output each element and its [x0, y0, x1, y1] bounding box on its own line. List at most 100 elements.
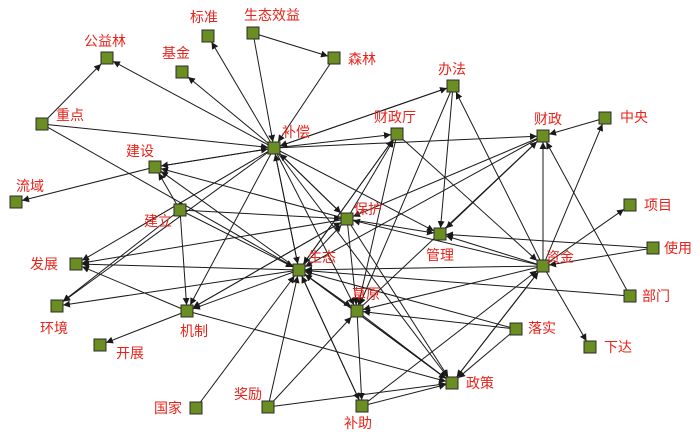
edge-luoshi-shengtai: [304, 270, 517, 330]
node-banfa[interactable]: 办法: [438, 62, 466, 93]
node-jizhi[interactable]: 机制: [180, 304, 208, 340]
node-marker[interactable]: [69, 257, 83, 271]
node-guojia[interactable]: 国家: [154, 400, 203, 417]
edge-buchang-caoyuan: [273, 147, 355, 306]
node-buzhu[interactable]: 补助: [344, 399, 372, 432]
node-marker[interactable]: [433, 227, 447, 241]
node-huanjing[interactable]: 环境: [40, 299, 68, 337]
node-senlin[interactable]: 森林: [327, 51, 376, 68]
node-label: 流域: [16, 179, 44, 195]
node-caoyuan[interactable]: 草原: [350, 287, 380, 318]
node-marker[interactable]: [536, 129, 550, 143]
node-zhongdian[interactable]: 重点: [35, 108, 84, 131]
node-marker[interactable]: [180, 304, 194, 318]
edge-shengtai-jianshe: [160, 170, 300, 271]
node-marker[interactable]: [623, 198, 637, 212]
node-marker[interactable]: [173, 203, 187, 217]
node-marker[interactable]: [292, 263, 306, 277]
edge-shengtai-fazhan: [81, 260, 300, 271]
node-biaozhun[interactable]: 标准: [190, 10, 218, 43]
edge-shengtai-huanjing: [62, 269, 300, 308]
edge-zijin-guanli: [445, 234, 544, 267]
node-marker[interactable]: [261, 400, 275, 414]
edge-shengtai-buchang: [273, 153, 300, 271]
edge-jianshe-liuyu: [21, 166, 156, 203]
node-marker[interactable]: [93, 338, 107, 352]
node-gongyilin[interactable]: 公益林: [84, 34, 126, 65]
edge-buzhu-shengtai: [301, 275, 363, 407]
node-marker[interactable]: [536, 259, 550, 273]
node-marker[interactable]: [446, 79, 460, 93]
node-shiyong[interactable]: 使用: [646, 240, 692, 257]
node-marker[interactable]: [201, 29, 215, 43]
edge-jizhi-zhengce: [186, 310, 447, 383]
node-label: 机制: [180, 324, 208, 340]
node-xiada[interactable]: 下达: [583, 340, 632, 356]
node-marker[interactable]: [189, 401, 203, 415]
node-kaizhan[interactable]: 开展: [93, 338, 144, 362]
node-xiangmu[interactable]: 项目: [623, 198, 672, 214]
node-fazhan[interactable]: 发展: [30, 257, 83, 273]
node-marker[interactable]: [598, 111, 612, 125]
node-bumen[interactable]: 部门: [623, 289, 670, 305]
node-marker[interactable]: [100, 51, 114, 65]
edge-buzhu-zijin: [361, 270, 538, 407]
node-marker[interactable]: [445, 376, 459, 390]
node-marker[interactable]: [327, 51, 341, 65]
node-marker[interactable]: [50, 299, 64, 313]
node-jijin[interactable]: 基金: [162, 45, 190, 79]
node-label: 国家: [154, 400, 182, 417]
node-caizheng[interactable]: 财政: [534, 112, 562, 143]
node-marker[interactable]: [355, 399, 369, 413]
edge-zijin-xiada: [542, 265, 587, 342]
node-jianli[interactable]: 建立: [144, 203, 187, 230]
node-shengtai[interactable]: 生态: [292, 250, 336, 277]
node-marker[interactable]: [350, 304, 364, 318]
node-luoshi[interactable]: 落实: [509, 321, 556, 337]
node-marker[interactable]: [340, 212, 354, 226]
node-liuyu[interactable]: 流域: [9, 179, 44, 209]
edge-bumen-shengtai: [304, 267, 631, 297]
node-buchang[interactable]: 补偿: [267, 125, 310, 155]
edge-buzhu-zhengce: [361, 382, 447, 407]
node-marker[interactable]: [175, 65, 189, 79]
node-zhengce[interactable]: 政策: [445, 375, 494, 392]
node-zijin[interactable]: 资金: [536, 250, 574, 273]
node-jiangli[interactable]: 奖励: [234, 386, 275, 414]
node-zhongyang[interactable]: 中央: [598, 110, 648, 126]
edge-baohu-fazhan: [81, 218, 348, 266]
node-marker[interactable]: [9, 195, 23, 209]
node-marker[interactable]: [267, 141, 281, 155]
node-label: 部门: [642, 289, 670, 305]
edge-shengtaixiaoyi-senlin: [252, 32, 329, 58]
node-marker[interactable]: [583, 340, 597, 354]
node-label: 补助: [344, 416, 372, 432]
edge-zhengce-zijin: [451, 271, 539, 384]
edge-zhongyang-caizheng: [548, 117, 606, 136]
node-marker[interactable]: [623, 289, 637, 303]
node-caizhengting[interactable]: 财政厅: [374, 110, 416, 141]
node-baohu[interactable]: 保护: [340, 202, 382, 226]
node-jianshe[interactable]: 建设: [126, 144, 162, 174]
node-label: 森林: [348, 52, 376, 68]
node-label: 奖励: [234, 386, 262, 403]
node-marker[interactable]: [509, 322, 523, 336]
edge-jiangli-caoyuan: [267, 316, 352, 408]
edge-buchang-huanjing: [62, 147, 275, 303]
edge-jizhi-baohu: [186, 222, 342, 312]
node-marker[interactable]: [35, 117, 49, 131]
node-shengtaixiaoyi[interactable]: 生态效益: [244, 8, 300, 40]
node-label: 建设: [126, 144, 154, 160]
edge-buchang-guanli: [273, 147, 435, 232]
edge-buchang-caizhengting: [273, 131, 392, 149]
edge-senlin-buchang: [277, 57, 335, 143]
node-guanli[interactable]: 管理: [426, 227, 454, 264]
node-marker[interactable]: [246, 26, 260, 40]
node-marker[interactable]: [390, 127, 404, 141]
edge-zijin-xiangmu: [542, 208, 625, 267]
node-label: 办法: [438, 62, 466, 78]
node-marker[interactable]: [646, 241, 660, 255]
edge-jianshe-buchang: [154, 146, 269, 168]
node-marker[interactable]: [148, 160, 162, 174]
